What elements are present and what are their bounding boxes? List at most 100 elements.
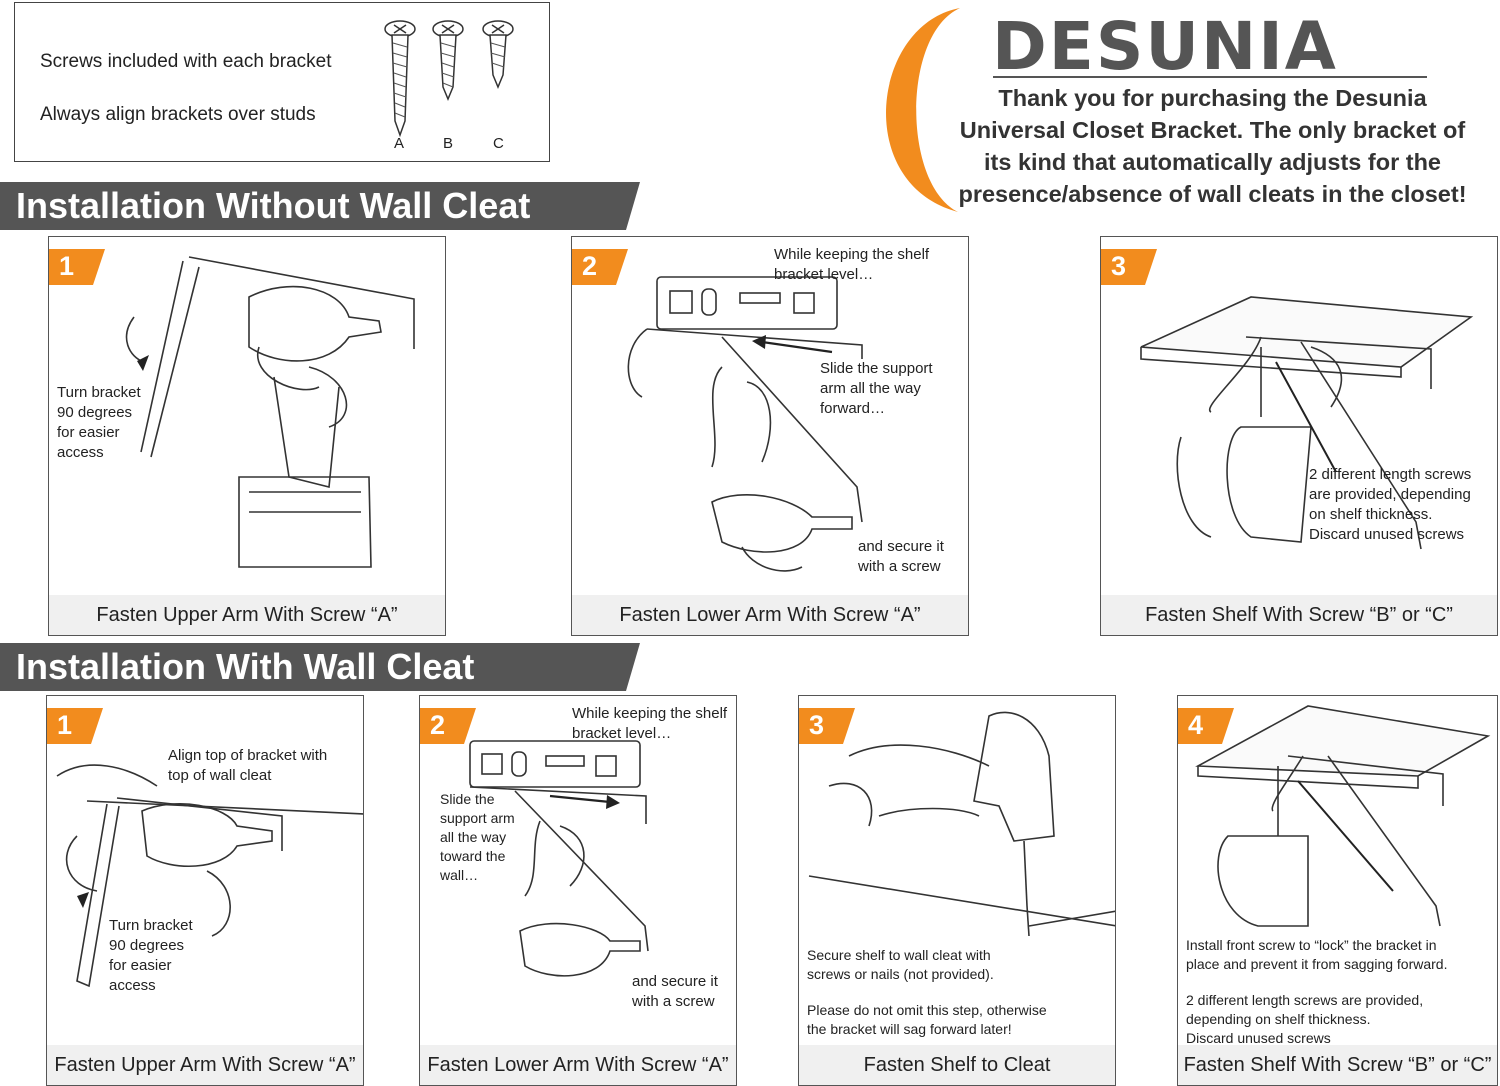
screw-label-a: A	[394, 135, 405, 152]
step-caption: Fasten Shelf With Screw “B” or “C”	[1101, 595, 1497, 635]
drill-upper-arm-illustration	[125, 256, 415, 568]
note-line: for easier	[109, 957, 172, 974]
step-number: 4	[1188, 710, 1204, 740]
brand-divider	[993, 76, 1427, 78]
note-line: wall…	[440, 867, 479, 883]
section-title: Installation Without Wall Cleat	[16, 185, 531, 226]
screw-a-icon	[384, 20, 416, 138]
note-line: While keeping the shelf	[774, 246, 930, 263]
note-line: and secure it	[632, 973, 718, 990]
step-note-b: 2 different length screws are provided, …	[1186, 991, 1423, 1048]
note-line: access	[109, 977, 156, 994]
note-line: 2 different length screws	[1309, 466, 1472, 483]
step-note-top: While keeping the shelf bracket level…	[774, 245, 929, 285]
note-line: Please do not omit this step, otherwise	[807, 1002, 1047, 1018]
screw-label-b: B	[443, 135, 454, 152]
note-line: While keeping the shelf	[572, 705, 728, 722]
step-caption: Fasten Lower Arm With Screw “A”	[420, 1045, 736, 1085]
note-line: toward the	[440, 848, 506, 864]
screw-c-icon	[482, 20, 514, 89]
note-line: Discard unused screws	[1186, 1030, 1331, 1046]
step-badge	[49, 249, 105, 285]
note-line: all the way	[440, 829, 507, 845]
step-caption: Fasten Lower Arm With Screw “A”	[572, 595, 968, 635]
note-line: support arm	[440, 810, 515, 826]
shelf-screw-illustration	[1140, 296, 1474, 550]
shelf-to-cleat-illustration	[808, 711, 1115, 937]
note-line: on shelf thickness.	[1309, 506, 1433, 523]
step-caption: Fasten Shelf With Screw “B” or “C”	[1178, 1045, 1497, 1085]
screw-info-box: Screws included with each bracket Always…	[14, 2, 550, 162]
note-line: forward…	[820, 400, 886, 417]
step-caption: Fasten Upper Arm With Screw “A”	[47, 1045, 363, 1085]
note-line: with a screw	[858, 558, 941, 575]
section-banner-without-cleat: Installation Without Wall Cleat	[0, 182, 640, 230]
note-line: are provided, depending	[1309, 486, 1471, 503]
screws-illustration	[384, 20, 514, 138]
screw-note-studs: Always align brackets over studs	[40, 104, 316, 125]
step-note-a: Install front screw to “lock” the bracke…	[1186, 936, 1447, 974]
step-number: 1	[59, 251, 75, 281]
note-line: with a screw	[632, 993, 715, 1010]
step-note-b: Please do not omit this step, otherwise …	[807, 1001, 1047, 1039]
screw-label-c: C	[493, 135, 504, 152]
step-note: Turn bracket 90 degrees for easier acces…	[57, 383, 141, 463]
note-line: depending on shelf thickness.	[1186, 1011, 1371, 1027]
note-line: for easier	[57, 424, 120, 441]
step-badge	[572, 249, 628, 285]
step-number: 3	[1111, 251, 1127, 281]
step-number: 1	[57, 710, 73, 740]
note-line: top of wall cleat	[168, 767, 272, 784]
brand-logo: DESUNIA	[992, 8, 1338, 85]
section-banner-with-cleat: Installation With Wall Cleat	[0, 643, 640, 691]
step-badge	[420, 708, 476, 744]
step-note-top: While keeping the shelf bracket level…	[572, 704, 727, 744]
note-line: Align top of bracket with	[168, 747, 328, 764]
note-line: the bracket will sag forward later!	[807, 1021, 1012, 1037]
note-line: Slide the	[440, 791, 495, 807]
brand-message-line: presence/absence of wall cleats in the c…	[958, 181, 1467, 207]
note-line: screws or nails (not provided).	[807, 966, 994, 982]
step-note-top: Align top of bracket with top of wall cl…	[168, 746, 327, 786]
note-line: arm all the way	[820, 380, 921, 397]
step-badge	[799, 708, 855, 744]
panel-with-cleat-step-3: 3 Secure shelf to wall cleat with screws…	[798, 695, 1116, 1086]
panel-with-cleat-step-4: 4 Install front screw to “lock” the brac…	[1177, 695, 1498, 1086]
step-badge	[47, 708, 103, 744]
note-line: access	[57, 444, 104, 461]
panel-without-cleat-step-3: 3 2 different length screws are provided…	[1100, 236, 1498, 636]
note-line: 90 degrees	[57, 404, 133, 421]
step-note-bottom: and secure it with a screw	[858, 537, 944, 577]
step-number: 2	[582, 251, 598, 281]
note-line: bracket level…	[774, 266, 874, 283]
screw-b-icon	[432, 20, 464, 101]
step-number: 2	[430, 710, 446, 740]
step-note-a: Secure shelf to wall cleat with screws o…	[807, 946, 994, 984]
note-line: and secure it	[858, 538, 944, 555]
note-line: place and prevent it from sagging forwar…	[1186, 956, 1448, 972]
note-line: Discard unused screws	[1309, 526, 1465, 543]
brand-message: Thank you for purchasing the Desunia Uni…	[945, 82, 1480, 210]
note-line: 90 degrees	[109, 937, 185, 954]
note-line: bracket level…	[572, 725, 672, 742]
step-number: 3	[809, 710, 825, 740]
step-note-mid: Slide the support arm all the way forwar…	[820, 359, 933, 419]
level-cleat-illustration	[469, 740, 649, 977]
note-line: Secure shelf to wall cleat with	[807, 947, 991, 963]
step-caption: Fasten Upper Arm With Screw “A”	[49, 595, 445, 635]
section-title: Installation With Wall Cleat	[16, 646, 475, 687]
step-caption: Fasten Shelf to Cleat	[799, 1045, 1115, 1085]
banner-shape	[0, 643, 640, 691]
brand-message-line: Thank you for purchasing the Desunia	[998, 85, 1427, 111]
note-line: Install front screw to “lock” the bracke…	[1186, 937, 1437, 953]
shelf-front-screw-illustration	[1195, 705, 1491, 927]
brand-message-line: Universal Closet Bracket. The only brack…	[959, 117, 1466, 143]
note-line: 2 different length screws are provided,	[1186, 992, 1424, 1008]
panel-with-cleat-step-2: 2 While keeping the shelf bracket level……	[419, 695, 737, 1086]
note-line: Turn bracket	[57, 384, 141, 401]
banner-shape	[0, 182, 640, 230]
step-note-mid: Slide the support arm all the way toward…	[440, 790, 515, 885]
panel-without-cleat-step-1: 1 Turn bracket 90 degrees for easier acc…	[48, 236, 446, 636]
step-note: 2 different length screws are provided, …	[1309, 465, 1471, 545]
panel-with-cleat-step-1: 1 Align top of bracket with top of wall …	[46, 695, 364, 1086]
